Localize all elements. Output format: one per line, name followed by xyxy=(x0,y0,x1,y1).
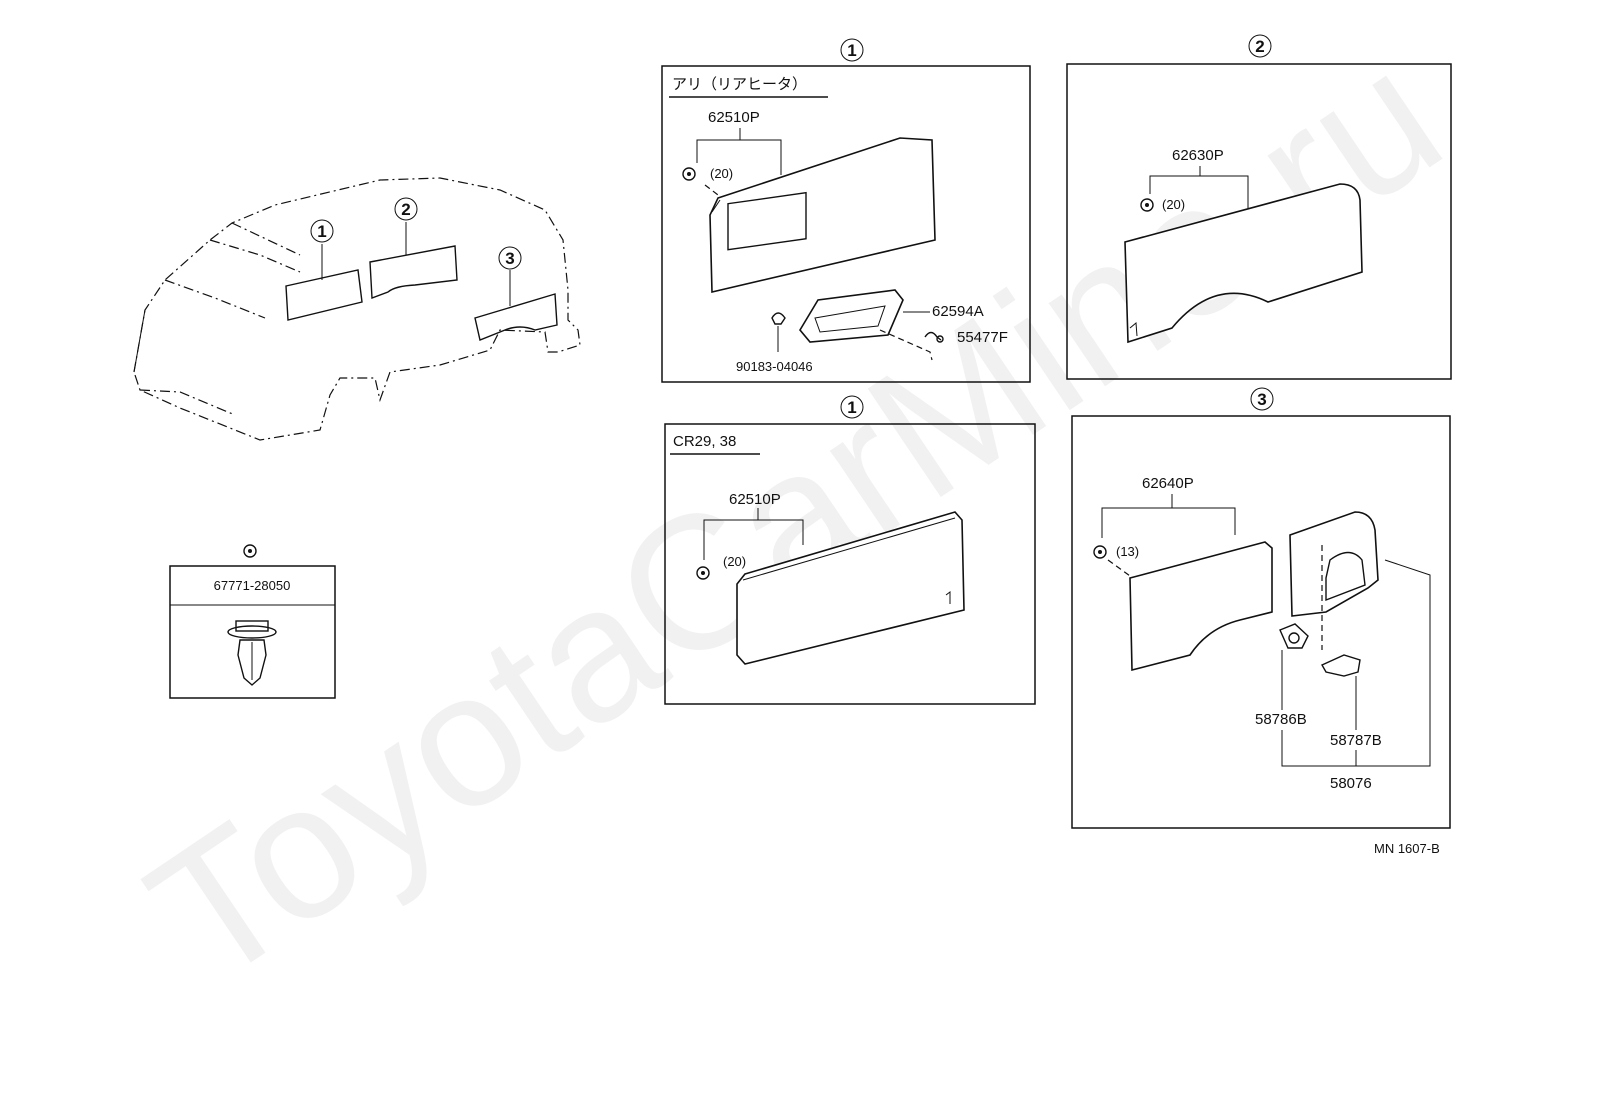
part-58786B[interactable]: 58786B xyxy=(1255,711,1307,728)
panel-1b-caption: CR29, 38 xyxy=(673,433,736,450)
clip-symbol-icon xyxy=(1093,545,1107,559)
van-callout-1[interactable]: 1 xyxy=(310,219,334,243)
part-62630P[interactable]: 62630P xyxy=(1172,147,1224,164)
clip-part-number[interactable]: 67771-28050 xyxy=(214,578,291,593)
watermark: ToyotaCarMine.ru xyxy=(114,10,1476,1024)
bolt-icon xyxy=(771,312,786,325)
svg-text:3: 3 xyxy=(505,249,514,268)
callout-1-bottom: 1 xyxy=(840,395,864,419)
callout-3-top: 3 xyxy=(1250,387,1274,411)
van-callout-2[interactable]: 2 xyxy=(394,197,418,221)
part-62510P-a[interactable]: 62510P xyxy=(708,109,760,126)
svg-text:2: 2 xyxy=(1255,37,1264,56)
svg-text:1: 1 xyxy=(847,41,856,60)
quarter-panel xyxy=(474,293,558,341)
part-62594A[interactable]: 62594A xyxy=(932,303,984,320)
van-callout-3[interactable]: 3 xyxy=(498,246,522,270)
callout-1-top: 1 xyxy=(840,38,864,62)
clip-icon xyxy=(227,620,277,686)
callout-2-top: 2 xyxy=(1248,34,1272,58)
clip-symbol-icon xyxy=(696,566,710,580)
part-58787B[interactable]: 58787B xyxy=(1330,732,1382,749)
panel-1a-box: アリ（リアヒータ） 62510P (20) 62594A 55477F 9018… xyxy=(661,65,1031,383)
clip-55477F-icon xyxy=(924,331,944,343)
clip-symbol-icon xyxy=(243,544,257,558)
trim-panel-62640P[interactable] xyxy=(1129,541,1273,672)
panel-2-box: 62630P (20) xyxy=(1066,63,1452,380)
clip-symbol-icon xyxy=(1140,198,1154,212)
part-55477F[interactable]: 55477F xyxy=(957,329,1008,346)
trim-panel-62510P-a[interactable] xyxy=(709,137,936,294)
socket-58786B-icon xyxy=(1279,623,1309,649)
svg-text:3: 3 xyxy=(1257,390,1266,409)
part-62510P-b[interactable]: 62510P xyxy=(729,491,781,508)
van-overview xyxy=(133,177,581,441)
cover-62594A[interactable] xyxy=(799,289,904,343)
clip-qty-2: (20) xyxy=(1162,197,1185,212)
svg-text:1: 1 xyxy=(317,222,326,241)
lamp-housing[interactable] xyxy=(1289,511,1379,617)
clip-box: 67771-28050 xyxy=(169,544,336,699)
window-1 xyxy=(285,269,363,321)
trim-panel-62510P-b[interactable] xyxy=(736,511,965,665)
clip-qty-3: (13) xyxy=(1116,544,1139,559)
part-62640P[interactable]: 62640P xyxy=(1142,475,1194,492)
panel-1b-box: CR29, 38 62510P (20) xyxy=(664,423,1036,705)
window-2 xyxy=(369,245,458,299)
part-90183-04046[interactable]: 90183-04046 xyxy=(736,359,813,374)
bulb-58787B-icon xyxy=(1321,654,1361,677)
diagram-code: MN 1607-B xyxy=(1374,841,1440,856)
panel-3-box: 62640P (13) 58786B 58787B 58076 xyxy=(1071,415,1451,829)
svg-text:2: 2 xyxy=(401,200,410,219)
panel-1a-caption: アリ（リアヒータ） xyxy=(672,76,807,93)
part-58076[interactable]: 58076 xyxy=(1330,775,1372,792)
trim-panel-62630P[interactable] xyxy=(1124,183,1363,344)
svg-text:1: 1 xyxy=(847,398,856,417)
clip-qty-1b: (20) xyxy=(723,554,746,569)
clip-symbol-icon xyxy=(682,167,696,181)
clip-qty-1a: (20) xyxy=(710,166,733,181)
